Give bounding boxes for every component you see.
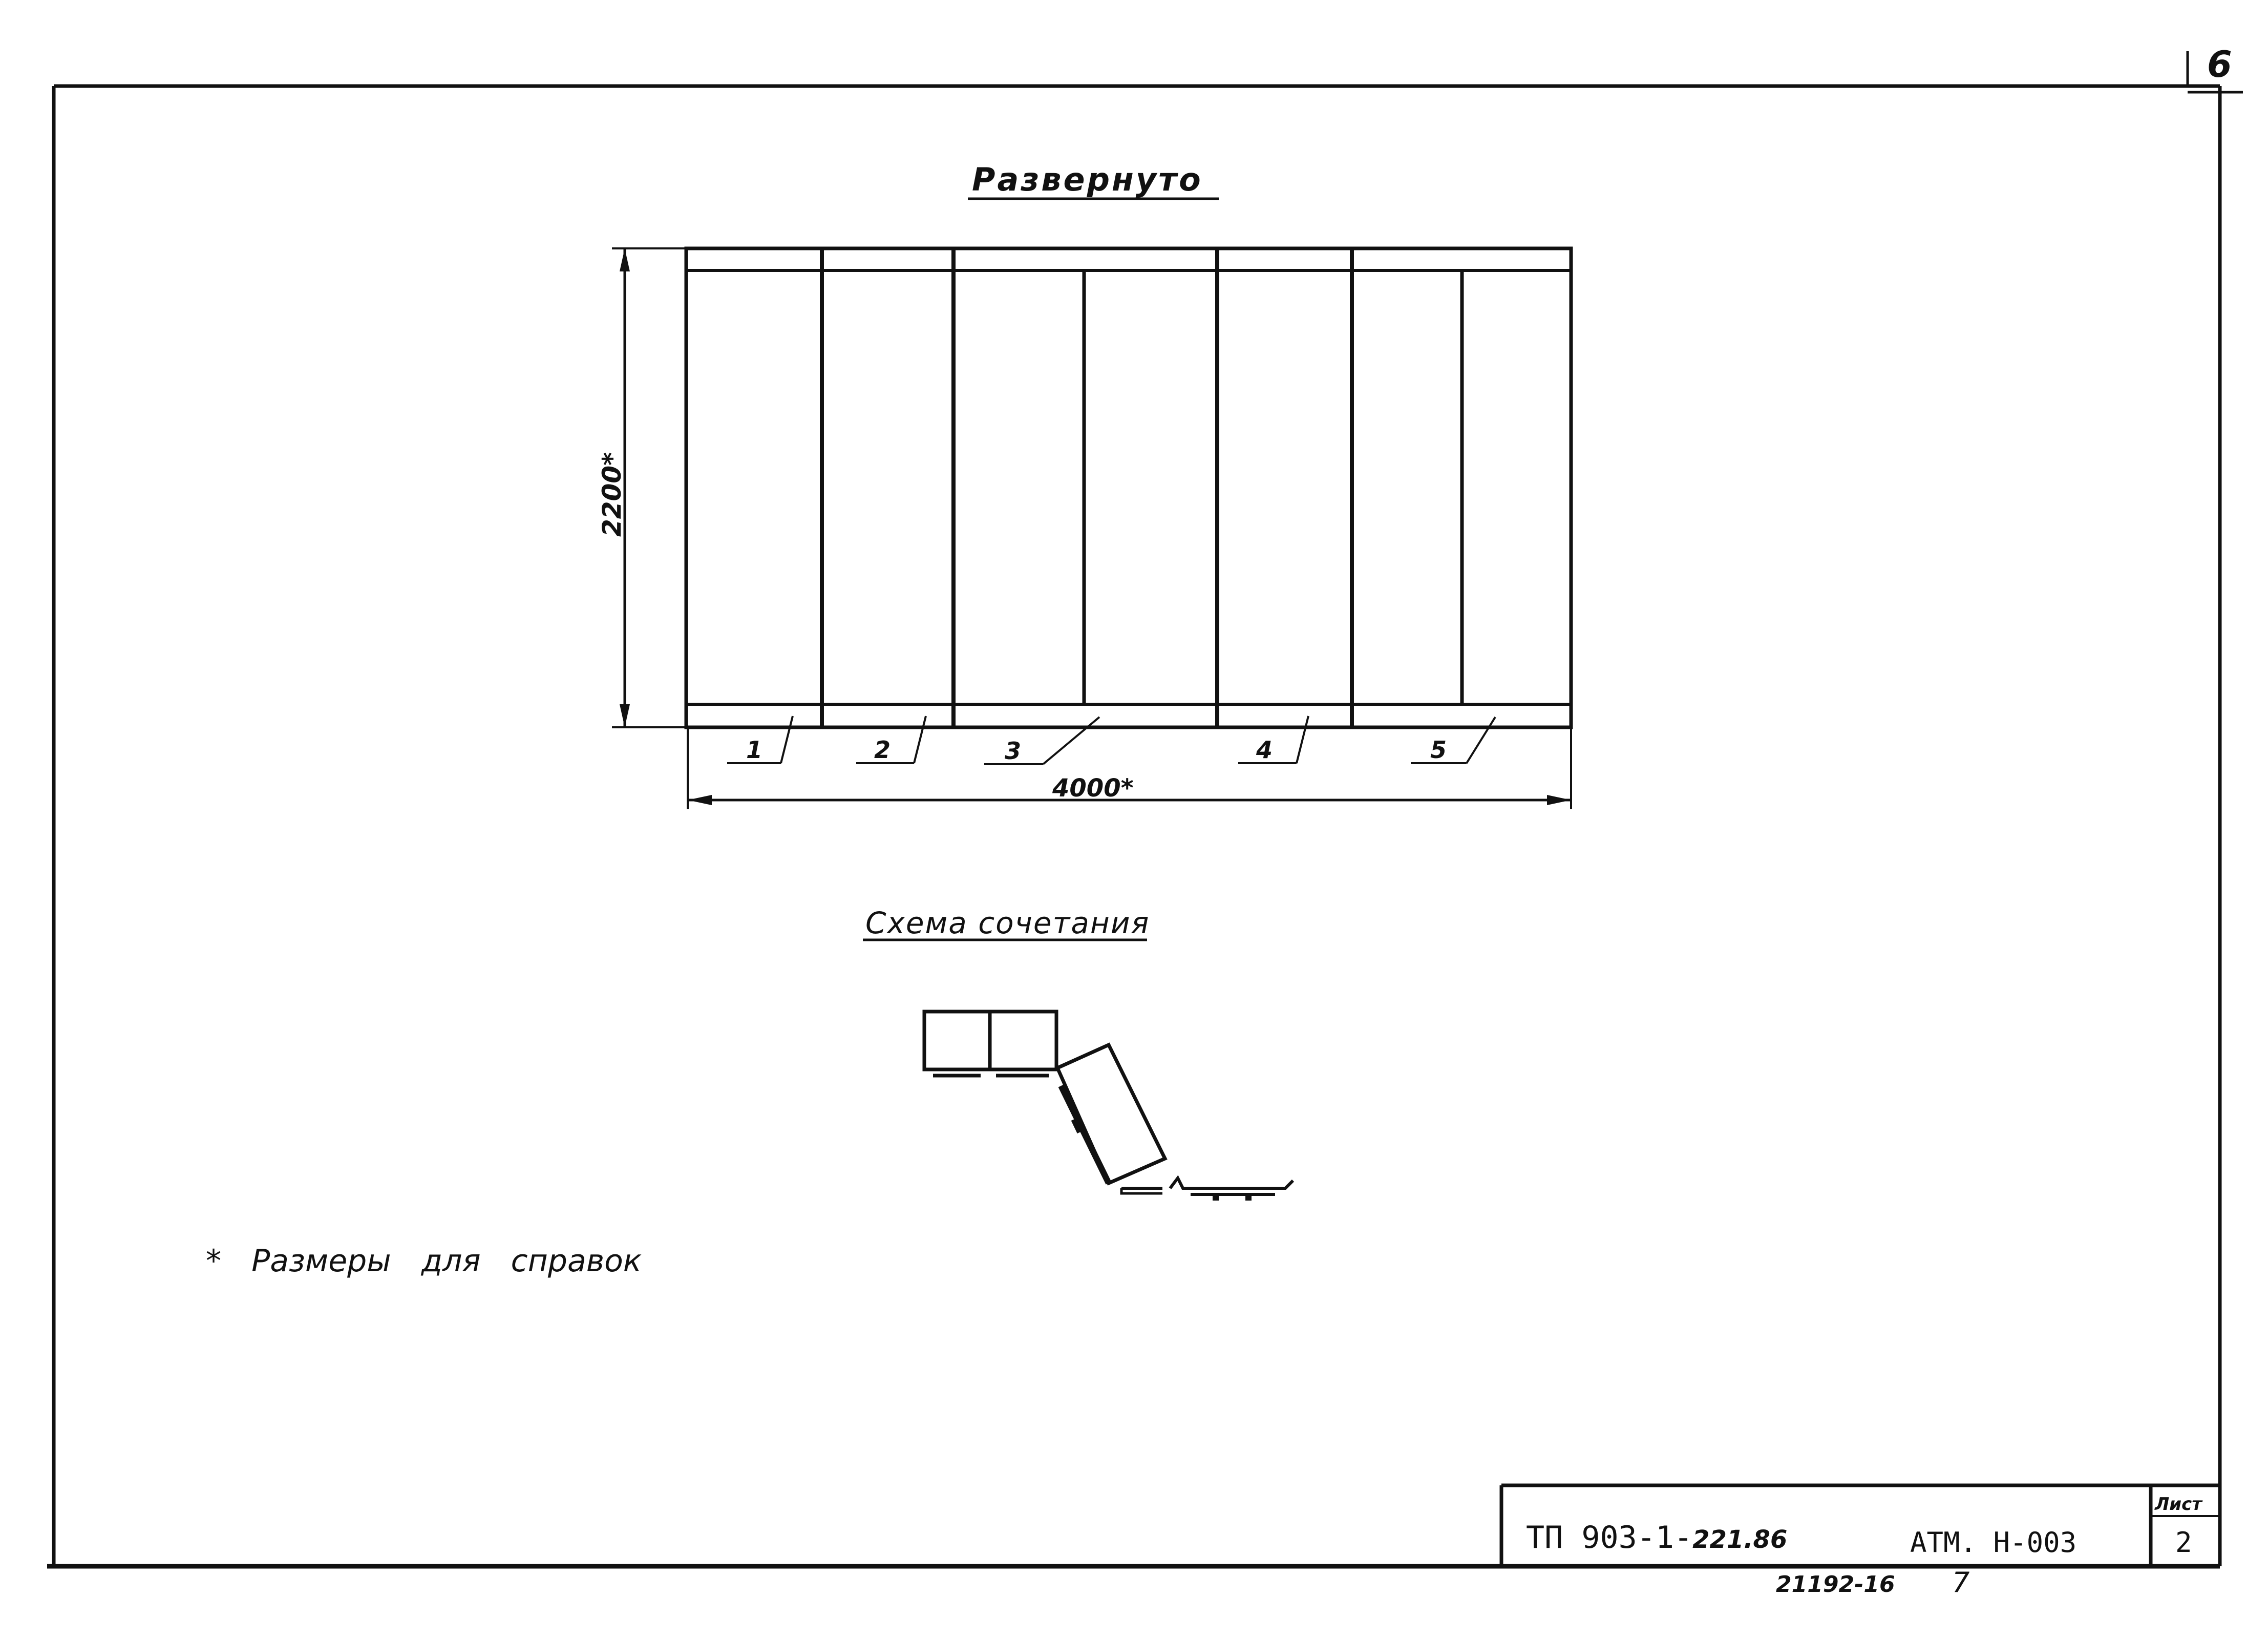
title-block-project: ТП 903-1-221.86	[1526, 1520, 1787, 1556]
title-block-sheet-number: 2	[2175, 1526, 2192, 1559]
width-dimension-label: 4000*	[1052, 774, 1134, 803]
title-block-sheet-label: Лист	[2154, 1494, 2203, 1515]
unfolded-view-title: Развернуто	[972, 161, 1203, 198]
project-prefix: ТП 903-1-	[1526, 1520, 1692, 1556]
panel-callout-3: 3	[1005, 737, 1021, 765]
height-dimension	[612, 247, 686, 728]
width-dimension	[687, 727, 1572, 809]
combination-scheme-title: Схема сочетания	[865, 906, 1150, 940]
panel-callout-5: 5	[1430, 736, 1447, 764]
height-dimension-label: 2200*	[597, 452, 627, 537]
panel-callout-4: 4	[1256, 736, 1273, 764]
sheet-frame	[47, 51, 2243, 1569]
title-block	[1499, 1483, 2220, 1566]
combination-scheme-drawing	[922, 1010, 1295, 1201]
panel-callout-2: 2	[874, 736, 891, 764]
title-block-document-code: АТМ. Н-003	[1910, 1526, 2076, 1559]
project-number: 221.86	[1692, 1525, 1787, 1554]
page-counter: 7	[1952, 1566, 1969, 1599]
unfolded-panel-drawing	[684, 246, 1573, 729]
reference-dimensions-note: * Размеры для справок	[206, 1243, 642, 1279]
archive-number: 21192-16	[1776, 1571, 1895, 1598]
panel-callouts	[727, 716, 1496, 765]
panel-callout-1: 1	[746, 736, 762, 764]
corner-sheet-number: 6	[2207, 44, 2232, 86]
